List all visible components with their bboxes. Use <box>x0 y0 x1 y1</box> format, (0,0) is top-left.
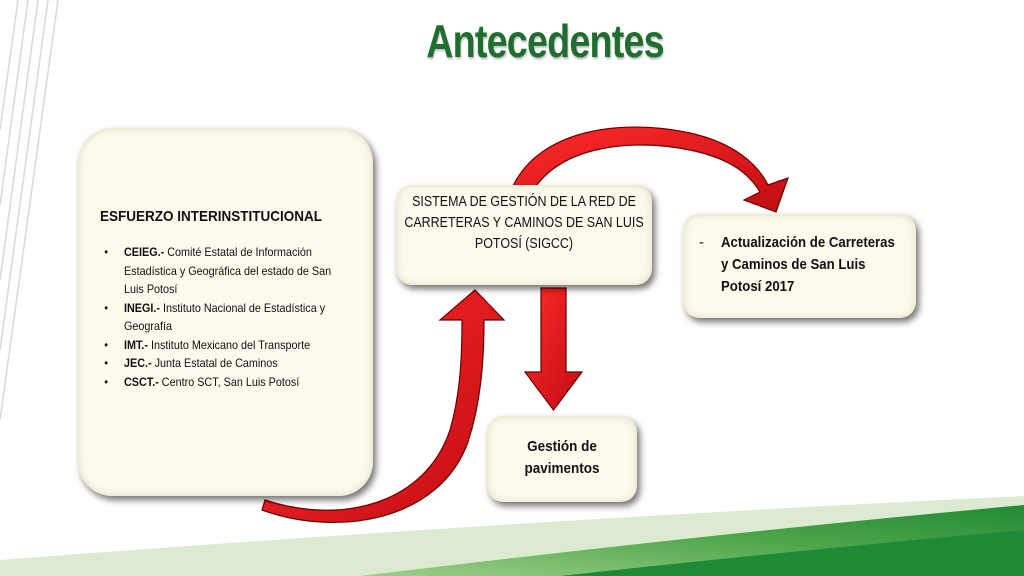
institution-abbr: INEGI.- <box>124 300 161 315</box>
sigcc-system-box: SISTEMA DE GESTIÓN DE LA RED DE CARRETER… <box>396 185 652 285</box>
institution-list: CEIEG.- Comité Estatal de Información Es… <box>100 243 353 391</box>
update-label: Actualización de Carreteras y Caminos de… <box>721 234 895 295</box>
institution-name: Junta Estatal de Caminos <box>151 356 278 370</box>
pavement-management-box: Gestión de pavimentos <box>487 416 637 502</box>
institution-abbr: JEC.- <box>124 356 152 370</box>
arrow-center-to-bottom <box>523 287 584 411</box>
update-box: - Actualización de Carreteras y Caminos … <box>683 214 916 318</box>
list-item: CEIEG.- Comité Estatal de Información Es… <box>104 243 349 299</box>
list-item: INEGI.- Instituto Nacional de Estadístic… <box>104 299 349 336</box>
arrow-left-to-center <box>261 289 506 524</box>
list-item: JEC.- Junta Estatal de Caminos <box>104 354 349 373</box>
decorative-stripes <box>0 0 59 421</box>
institution-abbr: CEIEG.- <box>124 245 165 259</box>
institution-name: Centro SCT, San Luis Potosí <box>158 374 300 389</box>
institution-name: Instituto Mexicano del Transporte <box>148 337 311 352</box>
arrow-center-to-right <box>512 126 789 213</box>
page-title: Antecedentes <box>426 15 664 67</box>
list-item: CSCT.- Centro SCT, San Luis Potosí <box>104 373 349 392</box>
list-item: IMT.- Instituto Mexicano del Transporte <box>104 336 349 355</box>
interinstitutional-heading: ESFUERZO INTERINSTITUCIONAL <box>100 208 323 225</box>
institution-abbr: CSCT.- <box>124 374 159 389</box>
institution-name: Comité Estatal de Información Estadístic… <box>124 245 332 296</box>
interinstitutional-box: ESFUERZO INTERINSTITUCIONAL CEIEG.- Comi… <box>78 128 373 496</box>
institution-abbr: IMT.- <box>124 337 149 352</box>
institution-name: Instituto Nacional de Estadística y Geog… <box>124 300 326 334</box>
pavement-management-label: Gestión de pavimentos <box>524 438 600 477</box>
dash-marker: - <box>699 234 704 251</box>
sigcc-system-label: SISTEMA DE GESTIÓN DE LA RED DE CARRETER… <box>404 194 644 252</box>
